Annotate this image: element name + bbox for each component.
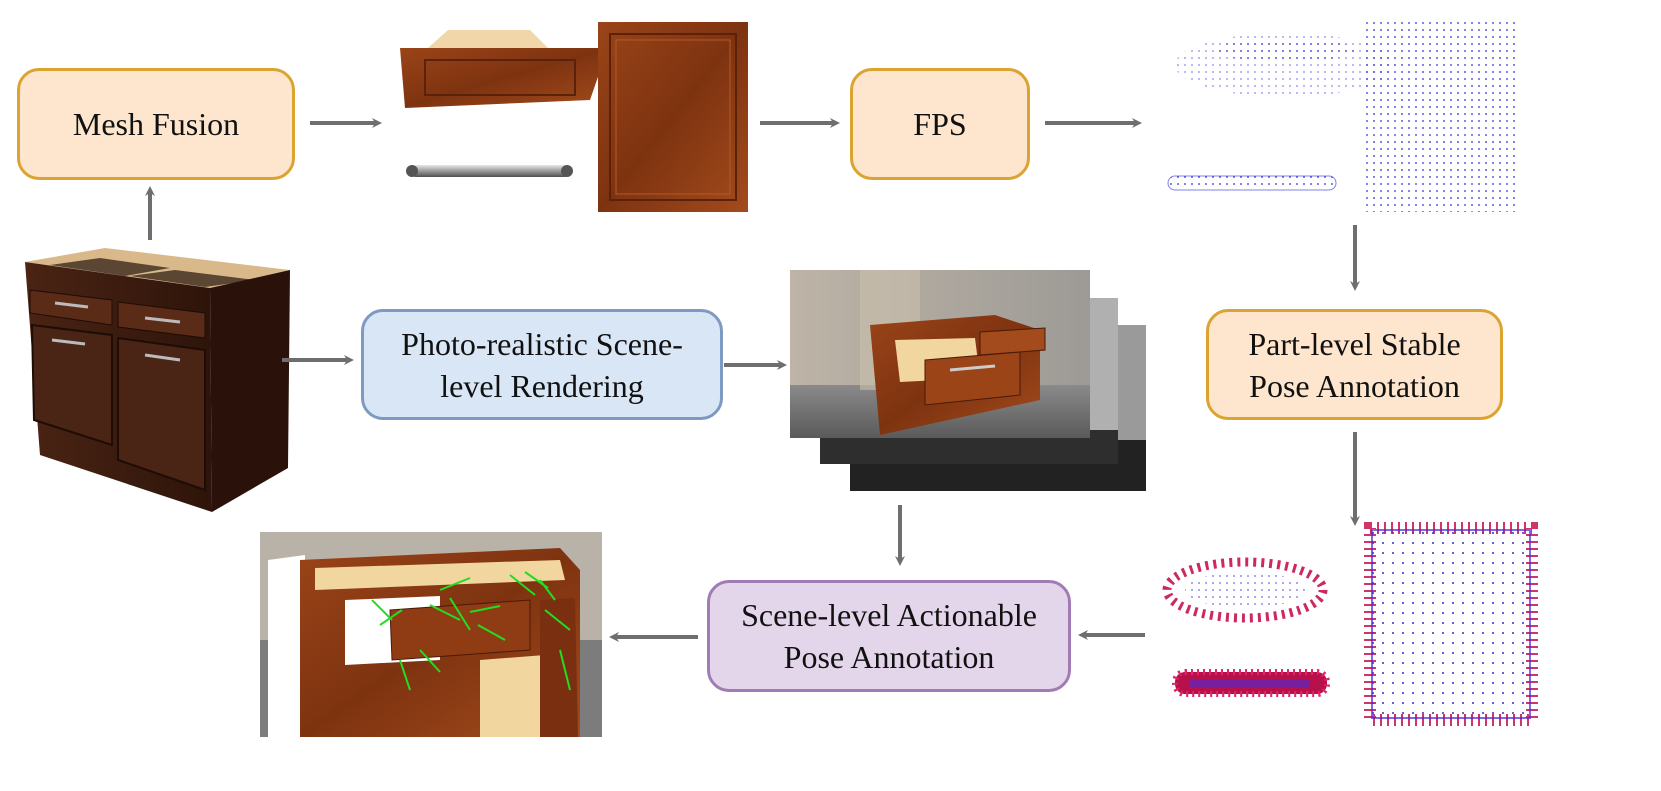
pointcloud-handle — [1167, 175, 1337, 191]
cabinet-mesh-image — [25, 248, 290, 512]
stable-pose-label-line2: Pose Annotation — [1249, 367, 1460, 404]
actionable-pose-label-line2: Pose Annotation — [783, 639, 995, 675]
pose-door — [1364, 522, 1538, 726]
pose-handle — [1172, 669, 1330, 697]
fps-label: FPS — [913, 106, 967, 142]
door-part-image — [598, 22, 748, 212]
actionable-pose-box: Scene-level Actionable Pose Annotation — [707, 580, 1071, 692]
handle-part-image — [406, 165, 573, 177]
mesh-fusion-box: Mesh Fusion — [17, 68, 295, 180]
pointcloud-door — [1365, 20, 1520, 212]
stable-pose-box: Part-level Stable Pose Annotation — [1206, 309, 1503, 420]
pointcloud-drawer — [1175, 33, 1395, 97]
actionable-pose-text: Scene-level Actionable Pose Annotation — [741, 594, 1037, 678]
actionable-pose-scene — [260, 532, 602, 737]
rendered-scene-stack — [790, 270, 1146, 491]
rendering-label-line1: Photo-realistic Scene- — [401, 325, 683, 362]
mesh-fusion-label: Mesh Fusion — [72, 106, 240, 142]
stable-pose-text: Part-level Stable Pose Annotation — [1248, 323, 1460, 407]
rendering-label-line2: level Rendering — [440, 367, 644, 404]
stable-pose-label-line1: Part-level Stable — [1248, 325, 1461, 362]
actionable-pose-label-line1: Scene-level Actionable — [741, 597, 1037, 633]
rendering-text: Photo-realistic Scene- level Rendering — [401, 323, 683, 407]
fps-box: FPS — [850, 68, 1030, 180]
rendering-box: Photo-realistic Scene- level Rendering — [361, 309, 723, 420]
drawer-part-image — [400, 30, 608, 108]
pose-drawer — [1162, 557, 1328, 623]
